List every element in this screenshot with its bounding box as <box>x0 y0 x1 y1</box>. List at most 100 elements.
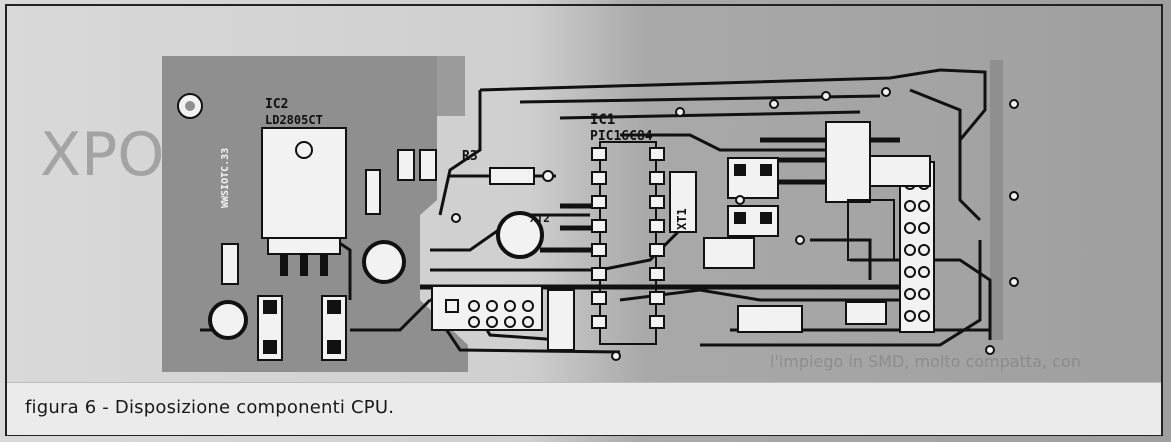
crystal-xt2 <box>496 211 544 259</box>
via <box>795 235 805 245</box>
resistor-r6 <box>737 305 803 333</box>
via <box>985 345 995 355</box>
pad <box>445 299 459 313</box>
pad <box>504 300 516 312</box>
ic1-pin <box>591 243 607 257</box>
ic1-part-label: PIC16C84 <box>590 129 653 144</box>
ic1-pin <box>591 147 607 161</box>
pad <box>522 316 534 328</box>
capacitor-c16 <box>419 149 437 181</box>
trace <box>438 90 482 216</box>
pad <box>542 170 554 182</box>
ic1-pin <box>649 291 665 305</box>
resistor-r1 <box>365 169 381 215</box>
trace <box>350 298 432 332</box>
ic1-ref-label: IC1 <box>590 112 615 128</box>
ic1-pin <box>649 315 665 329</box>
pad <box>904 200 916 212</box>
ic1-pin <box>649 195 665 209</box>
ic1-pin <box>591 291 607 305</box>
ic1-pin <box>649 171 665 185</box>
capacitor-c5b <box>703 237 755 269</box>
trace <box>700 240 982 347</box>
ic1-pin <box>591 315 607 329</box>
capacitor-c10 <box>208 300 248 340</box>
pad <box>760 164 772 176</box>
ic2-lead <box>300 254 308 276</box>
figure-caption: figura 6 - Disposizione componenti CPU. <box>25 397 395 418</box>
via <box>675 107 685 117</box>
trace <box>430 213 590 252</box>
pad <box>263 340 277 354</box>
pad <box>468 316 480 328</box>
via <box>611 351 621 361</box>
ic1-pin <box>649 267 665 281</box>
ic1-pin <box>591 195 607 209</box>
via <box>769 99 779 109</box>
background-bleed-text-right: l'impiego in SMD, molto compatta, con <box>770 352 1081 371</box>
ic1-pin <box>649 147 665 161</box>
r3-ref-label: R3 <box>462 149 478 164</box>
pad <box>918 310 930 322</box>
pad <box>918 266 930 278</box>
pad <box>486 316 498 328</box>
ic1-pin <box>649 219 665 233</box>
background-bleed-text-left: XPO <box>40 120 165 190</box>
via <box>1009 99 1019 109</box>
xt2-ref-label: XT2 <box>530 212 550 225</box>
trace <box>620 133 850 152</box>
pad <box>468 300 480 312</box>
pad <box>904 310 916 322</box>
figure-caption-box: figura 6 - Disposizione componenti CPU. <box>7 382 1161 435</box>
ic1-pin <box>591 219 607 233</box>
resistor-r2 <box>221 243 239 285</box>
via <box>1009 191 1019 201</box>
pad <box>904 288 916 300</box>
pad <box>904 266 916 278</box>
transistor-t1 <box>869 155 931 187</box>
transistor-block <box>825 121 871 203</box>
ic2-part-silk: WWSIOTC.33 <box>220 148 231 208</box>
xt1-ref-label: XT1 <box>675 208 689 230</box>
figure-frame <box>5 4 1163 436</box>
trace <box>810 238 872 280</box>
via <box>821 91 831 101</box>
pad <box>760 212 772 224</box>
pad <box>504 316 516 328</box>
capacitor-c7 <box>547 289 575 351</box>
mounting-hole <box>185 101 195 111</box>
pcb-hatch-region <box>437 56 465 116</box>
via <box>881 87 891 97</box>
ic2-lead <box>320 254 328 276</box>
component-t6 <box>845 301 887 325</box>
trace <box>909 88 982 222</box>
pad <box>918 288 930 300</box>
trace <box>519 94 881 104</box>
ic2-ref-label: IC2 <box>265 97 288 112</box>
pad <box>904 244 916 256</box>
component-outline <box>847 199 895 261</box>
ic1-pin <box>649 243 665 257</box>
pad <box>918 200 930 212</box>
pcb-ground-plane-right <box>990 60 1003 340</box>
pad <box>486 300 498 312</box>
pad <box>918 244 930 256</box>
trace <box>559 110 861 120</box>
pad <box>263 300 277 314</box>
trace <box>479 68 987 141</box>
via <box>735 195 745 205</box>
ic2-part-label: LD2805CT <box>265 113 323 127</box>
via <box>451 213 461 223</box>
pad <box>734 164 746 176</box>
capacitor-c8 <box>362 240 406 284</box>
pad <box>734 212 746 224</box>
ic1-pin <box>591 267 607 281</box>
pad <box>327 340 341 354</box>
via <box>1009 277 1019 287</box>
pad <box>904 222 916 234</box>
ic2-lead <box>280 254 288 276</box>
capacitor-c15 <box>397 149 415 181</box>
pad <box>918 222 930 234</box>
pad <box>522 300 534 312</box>
